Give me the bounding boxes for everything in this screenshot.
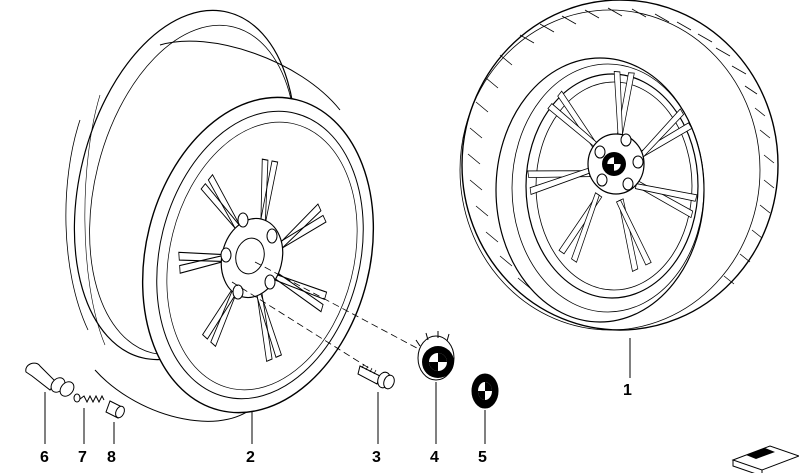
callout-3[interactable]: 3 bbox=[372, 449, 381, 466]
callout-5[interactable]: 5 bbox=[478, 449, 487, 466]
callout-8[interactable]: 8 bbox=[107, 449, 116, 466]
callout-4[interactable]: 4 bbox=[430, 449, 439, 466]
wheel-bolt[interactable] bbox=[357, 363, 396, 390]
bmw-logo-icon bbox=[602, 152, 626, 176]
hub-cap[interactable] bbox=[415, 331, 455, 381]
valve-core[interactable] bbox=[73, 393, 105, 404]
tire-valve[interactable] bbox=[25, 362, 77, 399]
callout-7[interactable]: 7 bbox=[78, 449, 87, 466]
callout-1[interactable]: 1 bbox=[623, 382, 632, 399]
callout-2[interactable]: 2 bbox=[246, 449, 255, 466]
leader-lines bbox=[44, 338, 631, 444]
callout-6[interactable]: 6 bbox=[40, 449, 49, 466]
view-orientation-icon bbox=[731, 445, 799, 473]
alloy-rim[interactable] bbox=[40, 0, 431, 437]
valve-cap[interactable] bbox=[105, 400, 126, 419]
emblem[interactable] bbox=[471, 373, 499, 409]
tyre-mounted-wheel[interactable] bbox=[459, 0, 779, 331]
